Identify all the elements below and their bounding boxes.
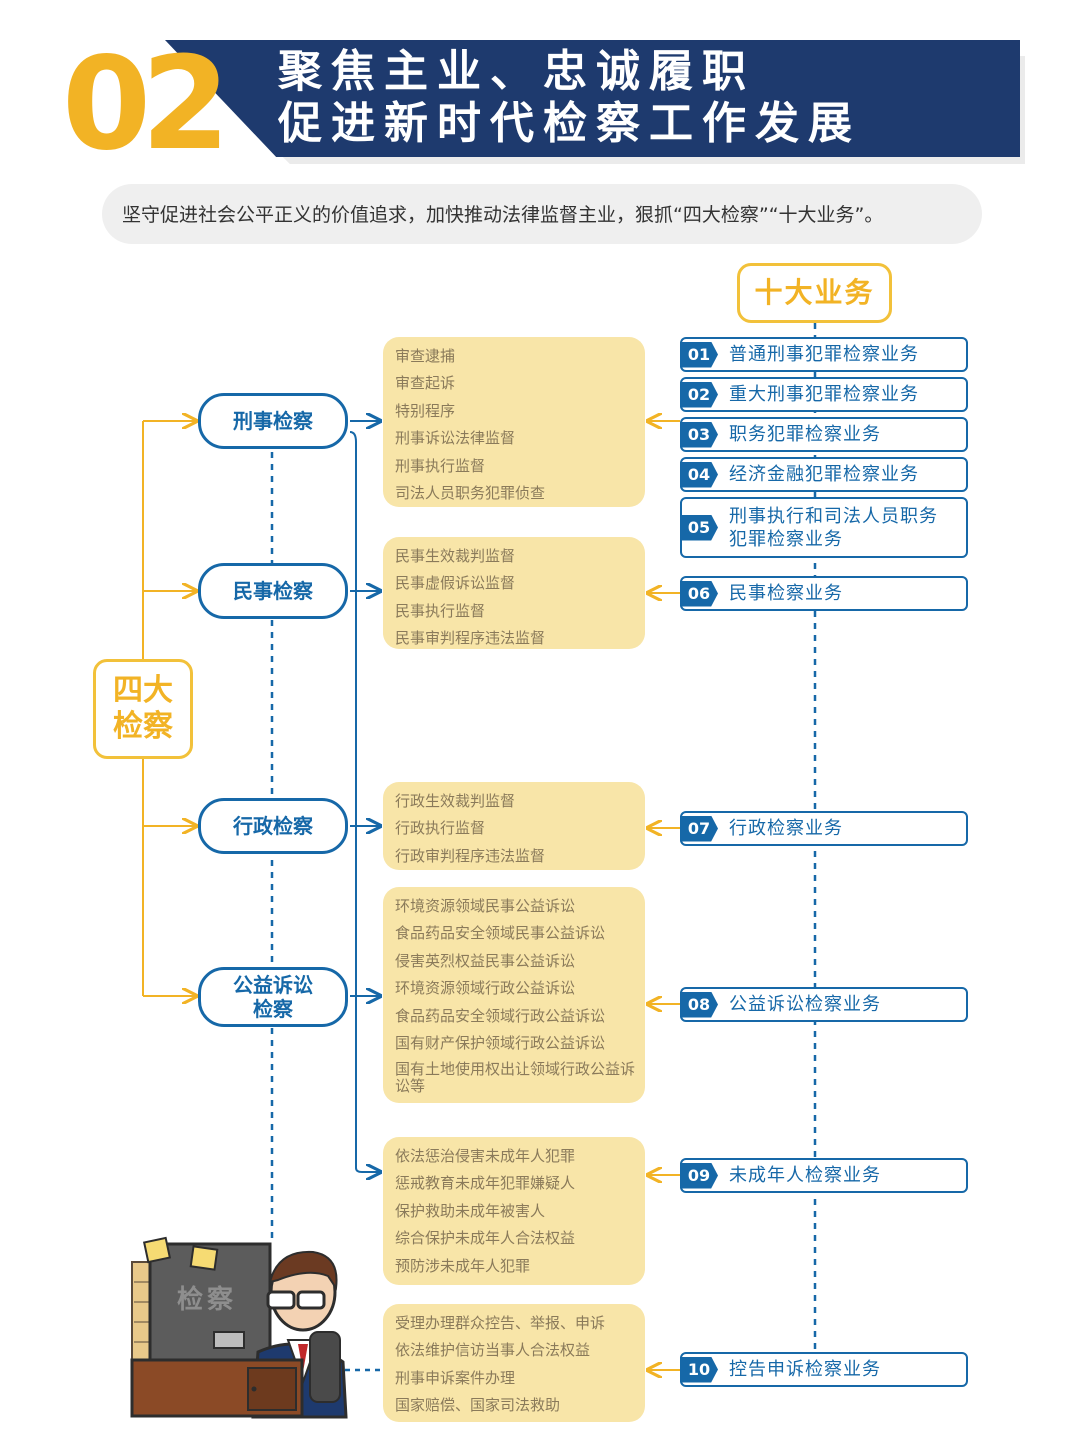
business-item-08: 08 公益诉讼检察业务	[680, 987, 968, 1022]
business-number: 03	[680, 421, 718, 448]
business-number: 01	[680, 341, 718, 368]
panel-item: 民事审判程序违法监督	[395, 629, 546, 648]
category-label-line1: 公益诉讼	[233, 973, 313, 997]
page-title-line1: 聚焦主业、忠诚履职	[278, 46, 755, 97]
panel-item: 环境资源领域行政公益诉讼	[395, 979, 576, 998]
panel-item: 审查起诉	[395, 374, 456, 393]
business-item-02: 02 重大刑事犯罪检察业务	[680, 377, 968, 412]
panel-item: 司法人员职务犯罪侦查	[395, 484, 546, 503]
panel-item: 环境资源领域民事公益诉讼	[395, 897, 576, 915]
category-criminal: 刑事检察	[198, 393, 348, 449]
monitor-sign-text: 检察	[177, 1285, 238, 1315]
business-item-01: 01 普通刑事犯罪检察业务	[680, 337, 968, 372]
category-public-interest: 公益诉讼 检察	[198, 967, 348, 1027]
panel-item: 保护救助未成年被害人	[395, 1201, 546, 1220]
business-number: 04	[680, 461, 718, 488]
four-label-line1: 四大	[113, 673, 173, 708]
panel-item: 刑事执行监督	[395, 456, 486, 475]
business-label: 公益诉讼检察业务	[729, 994, 881, 1015]
panel-criminal: 审查逮捕 审查起诉 特别程序 刑事诉讼法律监督 刑事执行监督 司法人员职务犯罪侦…	[383, 337, 645, 507]
panel-administrative: 行政生效裁判监督 行政执行监督 行政审判程序违法监督	[383, 782, 645, 870]
business-number: 09	[680, 1162, 718, 1189]
panel-item: 特别程序	[395, 401, 456, 420]
panel-item: 审查逮捕	[395, 347, 456, 365]
panel-item: 食品药品安全领域行政公益诉讼	[395, 1006, 606, 1025]
panel-complaints: 受理办理群众控告、举报、申诉 依法维护信访当事人合法权益 刑事申诉案件办理 国家…	[383, 1304, 645, 1422]
panel-item: 行政执行监督	[395, 819, 486, 838]
business-item-10: 10 控告申诉检察业务	[680, 1352, 968, 1387]
business-number: 02	[680, 381, 718, 408]
panel-item: 依法维护信访当事人合法权益	[395, 1341, 591, 1360]
panel-item: 食品药品安全领域民事公益诉讼	[395, 924, 606, 943]
category-label: 行政检察	[233, 814, 313, 838]
four-trunk	[142, 421, 196, 996]
category-label: 刑事检察	[233, 409, 313, 433]
panel-public-interest: 环境资源领域民事公益诉讼 食品药品安全领域民事公益诉讼 侵害英烈权益民事公益诉讼…	[383, 887, 645, 1103]
business-label: 未成年人检察业务	[729, 1165, 881, 1186]
panel-item: 侵害英烈权益民事公益诉讼	[395, 951, 576, 970]
panel-item: 行政生效裁判监督	[395, 792, 516, 810]
business-number: 08	[680, 991, 718, 1018]
four-procuratorial-box: 四大 检察	[93, 659, 193, 759]
business-label: 重大刑事犯罪检察业务	[729, 384, 919, 405]
panel-item: 民事生效裁判监督	[395, 547, 516, 565]
panel-item: 受理办理群众控告、举报、申诉	[395, 1314, 606, 1332]
business-number: 05	[680, 514, 718, 541]
panel-civil: 民事生效裁判监督 民事虚假诉讼监督 民事执行监督 民事审判程序违法监督	[383, 537, 645, 649]
business-label: 民事检察业务	[729, 583, 843, 604]
ten-businesses-box: 十大业务	[737, 263, 892, 323]
business-item-09: 09 未成年人检察业务	[680, 1158, 968, 1193]
panel-item: 行政审判程序违法监督	[395, 846, 546, 865]
business-number: 07	[680, 815, 718, 842]
business-label: 行政检察业务	[729, 818, 843, 839]
business-item-06: 06 民事检察业务	[680, 576, 968, 611]
business-label: 普通刑事犯罪检察业务	[729, 344, 919, 365]
panel-item: 刑事申诉案件办理	[395, 1368, 516, 1387]
panel-item: 刑事诉讼法律监督	[395, 429, 516, 448]
category-label-line2: 检察	[253, 997, 293, 1021]
subtitle-bar	[102, 184, 982, 244]
panel-item: 国有土地使用权出让领域行政公益诉讼等	[395, 1060, 636, 1096]
prosecutor-illustration	[130, 1236, 348, 1419]
business-label: 刑事执行和司法人员职务犯罪检察业务	[729, 505, 938, 550]
panel-item: 国有财产保护领域行政公益诉讼	[395, 1034, 606, 1053]
panel-item: 预防涉未成年人犯罪	[395, 1256, 531, 1275]
business-number: 10	[680, 1356, 718, 1383]
business-item-03: 03 职务犯罪检察业务	[680, 417, 968, 452]
title-banner	[165, 40, 1020, 157]
category-civil: 民事检察	[198, 563, 348, 619]
panel-item: 综合保护未成年人合法权益	[395, 1229, 576, 1248]
panel-item: 依法惩治侵害未成年人犯罪	[395, 1147, 576, 1165]
panel-item: 惩戒教育未成年犯罪嫌疑人	[395, 1174, 576, 1193]
business-item-07: 07 行政检察业务	[680, 811, 968, 846]
category-label: 民事检察	[233, 579, 313, 603]
page-title-line2: 促进新时代检察工作发展	[278, 98, 861, 149]
panel-item: 国家赔偿、国家司法救助	[395, 1396, 561, 1415]
panel-item: 民事虚假诉讼监督	[395, 574, 516, 593]
business-label: 经济金融犯罪检察业务	[729, 464, 919, 485]
business-label: 职务犯罪检察业务	[729, 424, 881, 445]
four-label-line2: 检察	[113, 709, 173, 744]
panel-item: 民事执行监督	[395, 601, 486, 620]
category-administrative: 行政检察	[198, 798, 348, 854]
subtitle-text: 坚守促进社会公平正义的价值追求，加快推动法律监督主业，狠抓“四大检察”“十大业务…	[122, 204, 884, 226]
business-number: 06	[680, 580, 718, 607]
business-item-05: 05 刑事执行和司法人员职务犯罪检察业务	[680, 497, 968, 558]
panel-minors: 依法惩治侵害未成年人犯罪 惩戒教育未成年犯罪嫌疑人 保护救助未成年被害人 综合保…	[383, 1137, 645, 1285]
business-label: 控告申诉检察业务	[729, 1359, 881, 1380]
business-item-04: 04 经济金融犯罪检察业务	[680, 457, 968, 492]
